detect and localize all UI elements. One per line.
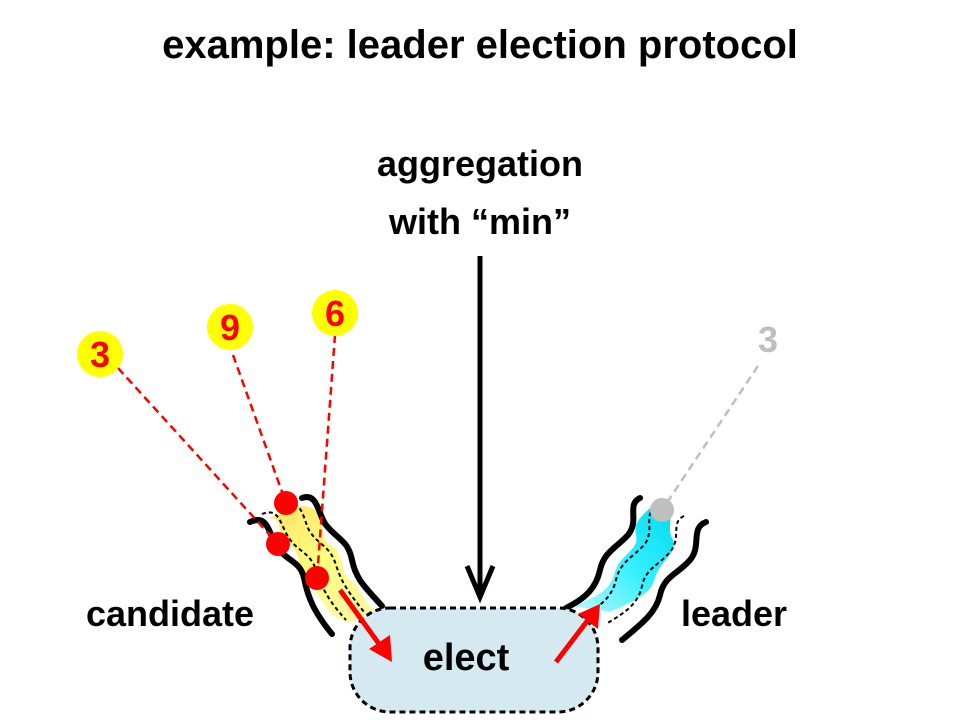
token-connectors [117,334,760,579]
candidate-dot [305,566,329,590]
aggregation-arrow [464,256,496,604]
candidate-channel [247,494,385,637]
token-6: 6 [312,290,358,336]
candidate-dots [266,491,329,590]
aggregation-label-line1: aggregation [377,143,583,184]
enter-elect-arrow [337,588,392,662]
exit-elect-arrow [554,604,600,664]
token-6-value: 6 [325,293,345,334]
leader-channel [563,495,709,643]
token-9-value: 9 [220,307,240,348]
candidate-dot [274,491,298,515]
candidate-dot [266,532,290,556]
token-9: 9 [207,304,253,350]
candidate-label: candidate [86,593,254,634]
leader-label: leader [681,593,787,634]
elect-box [348,606,600,714]
token-3-value: 3 [90,334,110,375]
leader-dot [650,498,674,522]
leader-token-value: 3 [758,319,778,360]
elect-label: elect [423,637,510,679]
diagram-title: example: leader election protocol [162,23,798,67]
aggregation-label-line2: with “min” [388,201,571,242]
token-3: 3 [77,331,123,377]
